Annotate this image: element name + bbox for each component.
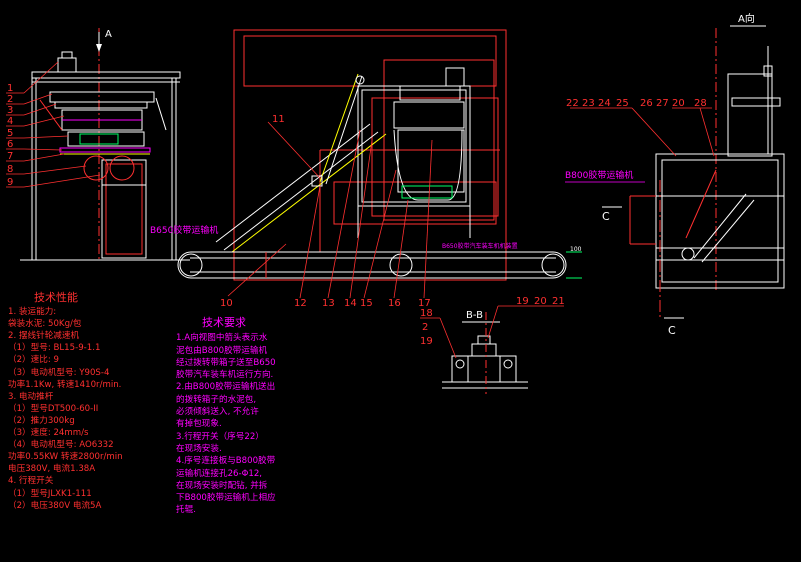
- callout-16: 16: [388, 298, 401, 309]
- callout-2b: 2: [422, 322, 428, 333]
- tech-requirements-line: 托辊.: [176, 505, 196, 516]
- tech-requirements-line: 运输机连接孔26-Φ12,: [176, 468, 263, 479]
- right-callout-numbers: 22 23 24 25 26 27 20 28: [566, 98, 707, 109]
- middle-elevation-view: [177, 29, 582, 281]
- tech-requirements-line: 必须倾斜送入, 不允许: [176, 407, 259, 418]
- callout-21: 21: [552, 296, 565, 307]
- tech-performance-line: （2）电压380V 电流5A: [8, 500, 102, 511]
- section-callouts: [420, 305, 564, 359]
- b650-conveyor-label: B650胶带运输机: [150, 224, 218, 236]
- middle-callout-numbers: 10 11 12 13 14 15 16 17: [220, 114, 431, 309]
- tech-requirements-line: 1.A向视图中箭头表示水: [176, 333, 268, 344]
- callout-1: 1: [7, 83, 13, 94]
- tech-requirements-line: 3.行程开关（序号22）: [176, 431, 264, 442]
- tech-requirements-line: 泥包由B800胶带运输机: [176, 345, 268, 356]
- callout-22: 22: [566, 98, 579, 109]
- tech-requirements-line: 在现场安装.: [176, 443, 222, 454]
- tech-requirements-line: 4.序号连接板与B800胶带: [176, 456, 276, 467]
- tech-performance-line: （1）型号JLXK1-111: [8, 488, 92, 499]
- tech-performance-line: （1）型号: BL15-9-1.1: [8, 343, 101, 354]
- callout-2: 2: [7, 94, 13, 105]
- callout-19b: 19: [420, 336, 433, 347]
- tech-performance-line: （2）推力300kg: [8, 415, 75, 426]
- view-a-arrow: [96, 32, 102, 52]
- b800-conveyor-label: B800胶带运输机: [565, 169, 633, 181]
- tech-performance-title: 技术性能: [34, 291, 78, 304]
- tech-requirements-line: 有掉包现象.: [176, 419, 222, 430]
- callout-9: 9: [7, 177, 13, 188]
- view-a-title: A向: [738, 12, 755, 25]
- callout-7: 7: [7, 151, 13, 162]
- callout-25: 25: [616, 98, 629, 109]
- section-callout-numbers: 19 20 21 18 2 19: [420, 296, 565, 347]
- callout-18: 18: [420, 308, 433, 319]
- tech-performance-line: 袋装水泥: 50Kg/包: [8, 319, 82, 330]
- tech-requirements-line: 经过拨转带箱子送至B650: [176, 357, 276, 368]
- tech-requirements-line: 的拨转箱子的水泥包,: [176, 394, 257, 405]
- callout-14: 14: [344, 298, 357, 309]
- tech-performance-line: 2. 摆线针轮减速机: [8, 331, 80, 342]
- callout-17: 17: [418, 298, 431, 309]
- middle-callouts: [227, 121, 433, 299]
- left-elevation-view: [20, 28, 190, 262]
- callout-23: 23: [582, 98, 595, 109]
- tech-requirements-line: 2.由B800胶带运输机送出: [176, 382, 276, 393]
- callout-24: 24: [598, 98, 611, 109]
- callout-4: 4: [7, 116, 13, 127]
- tech-performance-line: （1）型号DT500-60-II: [8, 403, 99, 414]
- callout-27: 27: [656, 98, 669, 109]
- callout-13: 13: [322, 298, 335, 309]
- truck-loader-label: B650胶带汽车装车机机装置: [442, 242, 518, 250]
- tech-requirements-block: 技术要求 1.A向视图中箭头表示水泥包由B800胶带运输机经过拨转带箱子送至B6…: [176, 316, 326, 517]
- callout-6: 6: [7, 139, 13, 150]
- tech-requirements-line: 胶带汽车装车机运行方向.: [176, 370, 274, 381]
- tech-performance-line: （4）电动机型号: AO6332: [8, 440, 114, 451]
- tech-performance-line: 功率1.1Kw, 转速1410r/min.: [8, 379, 122, 390]
- callout-26: 26: [640, 98, 653, 109]
- callout-12: 12: [294, 298, 307, 309]
- tech-performance-line: （2）速比: 9: [8, 355, 59, 366]
- tech-performance-line: 4. 行程开关: [8, 476, 54, 487]
- section-bb-title: B-B: [466, 310, 483, 321]
- tech-requirements-line: 下B800胶带运输机上相应: [176, 493, 276, 504]
- tech-performance-line: 1. 装运能力:: [8, 307, 57, 318]
- callout-10: 10: [220, 298, 233, 309]
- callout-11: 11: [272, 114, 285, 125]
- callout-8: 8: [7, 164, 13, 175]
- tech-performance-line: 3. 电动推杆: [8, 391, 54, 402]
- right-a-view: [602, 28, 785, 320]
- callout-5: 5: [7, 128, 13, 139]
- left-callout-numbers: 1 2 3 4 5 6 7 8 9: [7, 83, 13, 188]
- callout-28: 28: [694, 98, 707, 109]
- tech-requirements-line: 在现场安装时配钻, 并拆: [176, 480, 268, 491]
- tech-performance-line: （3）电动机型号: Y90S-4: [8, 367, 110, 378]
- callout-15: 15: [360, 298, 373, 309]
- left-callouts: [6, 61, 101, 188]
- tech-requirements-lines: 1.A向视图中箭头表示水泥包由B800胶带运输机经过拨转带箱子送至B650 胶带汽…: [176, 332, 326, 516]
- tech-performance-line: 电压380V, 电流1.38A: [8, 464, 96, 475]
- dimension-100: 100: [570, 246, 582, 253]
- tech-performance-line: （3）速度: 24mm/s: [8, 428, 89, 439]
- callout-20b: 20: [672, 98, 685, 109]
- section-bb-view: [442, 312, 528, 394]
- callout-3: 3: [7, 105, 13, 116]
- tech-requirements-title: 技术要求: [202, 316, 246, 329]
- right-callouts: [570, 107, 715, 157]
- callout-19: 19: [516, 296, 529, 307]
- tech-performance-line: 功率0.55KW 转速2800r/min: [8, 452, 123, 463]
- callout-20: 20: [534, 296, 547, 307]
- section-c-left: C: [602, 210, 610, 223]
- view-a-mark: A: [105, 29, 112, 40]
- section-c-bottom: C: [668, 324, 676, 337]
